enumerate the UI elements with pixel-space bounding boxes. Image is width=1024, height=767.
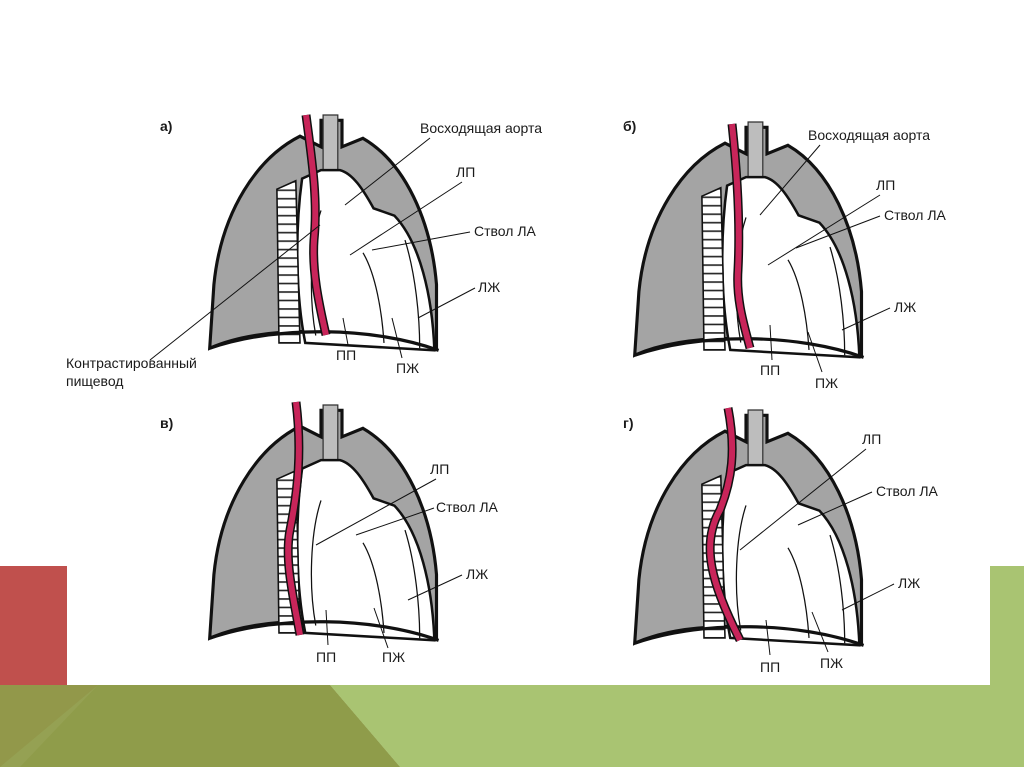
label-lzh: ЛЖ bbox=[466, 566, 488, 582]
panel-v-title: в) bbox=[160, 415, 173, 431]
label-pp: ПП bbox=[336, 347, 356, 363]
esophagus-b bbox=[729, 123, 753, 349]
panel-v: в) ЛП Ствол ЛА ЛЖ ПП ПЖ bbox=[160, 401, 499, 665]
label-lp: ЛП bbox=[430, 461, 449, 477]
label-pzh: ПЖ bbox=[815, 375, 838, 391]
label-pzh: ПЖ bbox=[396, 360, 419, 376]
label-pp: ПП bbox=[760, 659, 780, 675]
panel-a: а) Восходящая аорта ЛП Ствол ЛА ЛЖ ПП ПЖ… bbox=[66, 113, 542, 389]
panel-g-title: г) bbox=[623, 415, 634, 431]
label-lp: ЛП bbox=[862, 431, 881, 447]
olive-diagonal bbox=[20, 685, 400, 767]
label-lzh: ЛЖ bbox=[478, 279, 500, 295]
label-trunk-la: Ствол ЛА bbox=[884, 207, 947, 223]
label-trunk-la: Ствол ЛА bbox=[436, 499, 499, 515]
label-ascending-aorta: Восходящая аорта bbox=[420, 120, 542, 136]
esophagus-v bbox=[285, 401, 303, 636]
label-pp: ПП bbox=[760, 362, 780, 378]
panel-b-title: б) bbox=[623, 118, 636, 134]
green-band bbox=[330, 566, 1024, 767]
panel-b: б) Восходящая аорта ЛП Ствол ЛА ЛЖ ПП ПЖ bbox=[623, 118, 947, 391]
label-lp: ЛП bbox=[456, 164, 475, 180]
panel-g: г) ЛП Ствол ЛА ЛЖ ПП ПЖ bbox=[623, 407, 939, 675]
label-lp: ЛП bbox=[876, 177, 895, 193]
label-esophagus-line2: пищевод bbox=[66, 373, 123, 389]
label-pzh: ПЖ bbox=[382, 649, 405, 665]
label-esophagus-line1: Контрастированный bbox=[66, 355, 197, 371]
esophagus-g bbox=[707, 407, 743, 642]
label-ascending-aorta: Восходящая аорта bbox=[808, 127, 930, 143]
label-lzh: ЛЖ bbox=[898, 575, 920, 591]
label-trunk-la: Ствол ЛА bbox=[876, 483, 939, 499]
leader-lines-v bbox=[315, 478, 463, 649]
label-trunk-la: Ствол ЛА bbox=[474, 223, 537, 239]
panel-a-title: а) bbox=[160, 118, 172, 134]
leader-lines-b bbox=[759, 144, 891, 373]
leader-lines-a bbox=[149, 137, 476, 361]
label-lzh: ЛЖ bbox=[894, 299, 916, 315]
leader-lines-g bbox=[739, 448, 895, 656]
label-pzh: ПЖ bbox=[820, 655, 843, 671]
label-pp: ПП bbox=[316, 649, 336, 665]
